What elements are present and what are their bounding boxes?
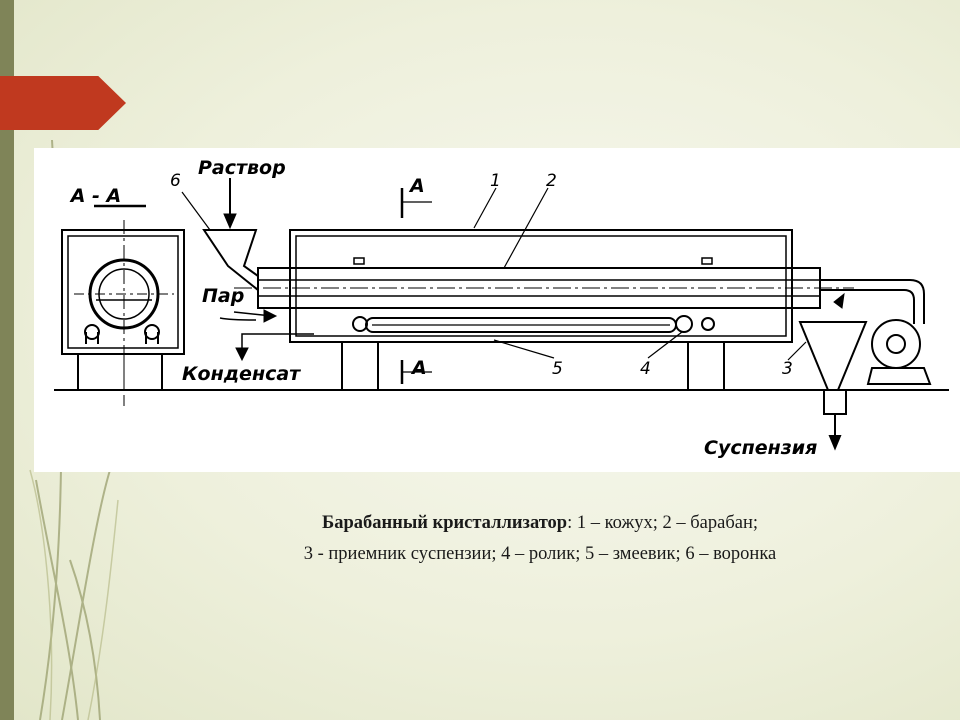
number-6: 6 xyxy=(170,171,181,191)
caption-line-1-rest: : 1 – кожух; 2 – барабан; xyxy=(567,513,759,533)
caption-title: Барабанный кристаллизатор xyxy=(321,513,568,533)
caption-line-2: 3 - приемник суспензии; 4 – ролик; 5 – з… xyxy=(303,544,777,564)
suspension-receiver xyxy=(798,321,868,391)
number-1: 1 xyxy=(490,171,501,191)
number-3: 3 xyxy=(782,359,793,379)
section-mark-bottom: А xyxy=(410,357,427,379)
caption-line-1: Барабанный кристаллизатор: 1 – кожух; 2 … xyxy=(120,508,960,539)
casing xyxy=(289,229,793,343)
figure-caption: Барабанный кристаллизатор: 1 – кожух; 2 … xyxy=(120,508,960,570)
pump xyxy=(871,319,921,369)
roller-right xyxy=(675,315,693,333)
section-support xyxy=(77,353,163,391)
solution-label: Раствор xyxy=(198,157,286,179)
roller-left xyxy=(352,316,368,332)
section-mark-top: А xyxy=(408,175,425,197)
title-arrow-shape xyxy=(0,76,126,130)
condensate-label: Конденсат xyxy=(182,363,301,385)
section-label: А - А xyxy=(69,185,122,207)
feed-funnel xyxy=(202,229,259,293)
drum-crystallizer-diagram: А - А Раствор Пар Конденсат Суспензия А … xyxy=(54,157,949,459)
steam-label: Пар xyxy=(202,285,244,307)
suspension-label: Суспензия xyxy=(704,437,817,459)
number-5: 5 xyxy=(552,359,563,379)
number-2: 2 xyxy=(546,171,557,191)
number-4: 4 xyxy=(640,359,651,379)
section-housing xyxy=(61,229,185,355)
diagram-panel: А - А Раствор Пар Конденсат Суспензия А … xyxy=(34,148,960,472)
left-accent-bar xyxy=(0,0,14,720)
